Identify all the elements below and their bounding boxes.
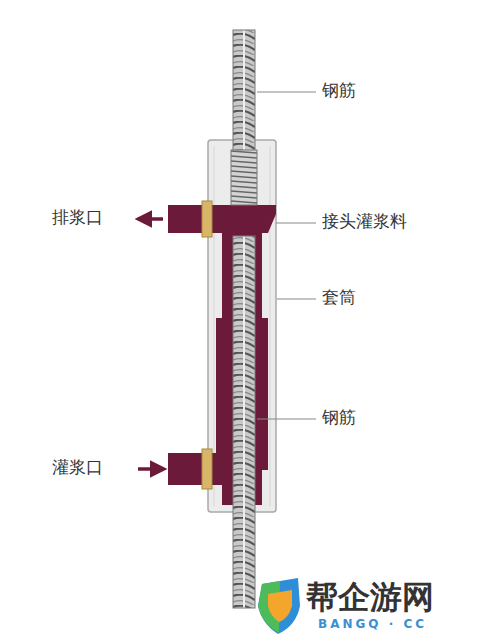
grout (168, 205, 276, 505)
port-label: 排浆口 (52, 207, 103, 227)
part-label: 套筒 (322, 287, 356, 307)
part-label: 钢筋 (322, 80, 356, 100)
lower-rebar (233, 236, 255, 608)
watermark: BANGQ · CC (318, 617, 427, 631)
watermark: 帮企游网 (306, 578, 434, 616)
inlet-fitting (202, 449, 212, 489)
upper-rebar (233, 30, 255, 152)
part-label: 接头灌浆料 (322, 211, 407, 231)
inflow-arrow (138, 467, 164, 471)
outlet-fitting (202, 201, 212, 237)
part-label: 钢筋 (322, 407, 356, 427)
threaded-end (231, 150, 257, 205)
leader-lines (257, 92, 316, 419)
port-label: 灌浆口 (52, 457, 103, 477)
outflow-arrow (138, 217, 163, 221)
watermark-logo (258, 578, 300, 634)
